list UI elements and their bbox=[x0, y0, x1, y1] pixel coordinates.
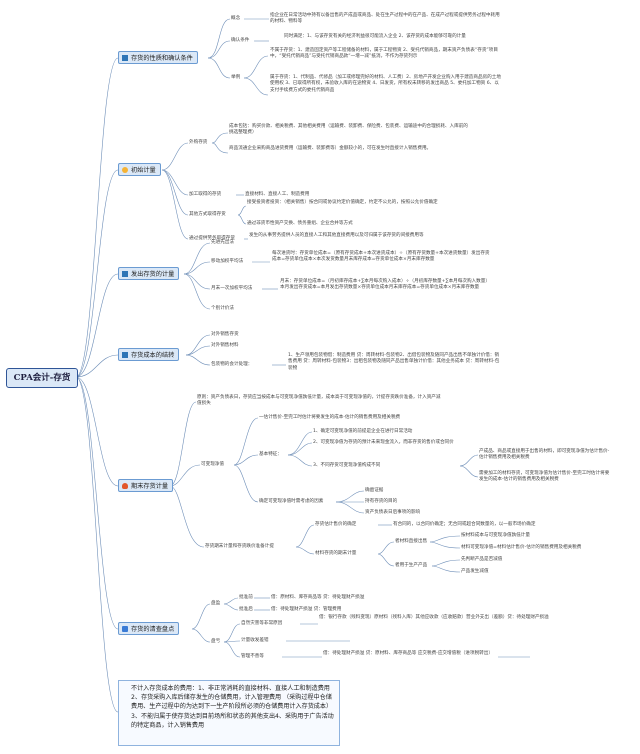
node-purchased-cost: 成本包括：购买价款、相关税费、其他相关费用（运输费、装卸费、保险费、包装费、运输… bbox=[229, 124, 468, 136]
node-examples-not-inventory: 不属于存货：1、建造固定资产等工程储备的材料，属于工程物资 2、受托代销商品，期… bbox=[270, 48, 498, 60]
node-concept[interactable]: 概念 bbox=[231, 16, 241, 21]
node-shortage-mismanagement[interactable]: 管理不善等 bbox=[241, 654, 264, 659]
node-concept-detail: 指企业在日常活动中持有以备出售的产成品或商品、处在生产过程中的在产品、在成产过程… bbox=[270, 13, 500, 25]
node-basic-features[interactable]: 基本特征： bbox=[259, 452, 282, 457]
node-feature-1: 1、确定可变现净值的前提是企业在进行日常活动 bbox=[313, 429, 413, 434]
node-shortage-disaster[interactable]: 自然灾害等非常原因 bbox=[241, 621, 283, 626]
node-packaging-detail: 1、生产领用包装物借：制造费用 贷：周转材料-包装物2、出借包装物及随同产品出售… bbox=[288, 353, 500, 371]
node-shortage-mismanagement-entry: 借：待处理财产损溢 贷：原材料、库存商品等 应交税费-应交增值税（进项税转出） bbox=[323, 651, 493, 656]
node-surplus-after[interactable]: 批准后 bbox=[239, 607, 253, 612]
node-factor-evidence: 确凿证据 bbox=[365, 488, 384, 493]
node-period-end-provision[interactable]: 存货期末计量和存货跌价准备计提 bbox=[205, 544, 274, 549]
category-inventory-count[interactable]: 存货的清查盘点 bbox=[118, 622, 180, 635]
node-surplus-before[interactable]: 批准前 bbox=[239, 595, 253, 600]
node-nrv-formula: 一估计售价-至完工时估计将要发生的成本-估计的销售费用及相关税费 bbox=[259, 415, 401, 420]
category-initial-measurement[interactable]: 初始计量 bbox=[118, 163, 161, 176]
node-nrv[interactable]: 可变现净值 bbox=[201, 462, 224, 467]
flag-icon bbox=[122, 352, 128, 358]
node-shortage-error[interactable]: 计量收发差错 bbox=[241, 638, 269, 643]
category-cost-carryover[interactable]: 存货成本的结转 bbox=[118, 348, 180, 361]
category-issue-measurement[interactable]: 发出存货的计量 bbox=[118, 267, 180, 280]
node-shortage-disaster-entry: 借：银行存款（残料变现）原材料（残料入库）其他应收款（应收赔款）营业外支出（差额… bbox=[319, 615, 549, 620]
node-material-sale[interactable]: 者材料直接出售 bbox=[395, 539, 428, 544]
node-surplus-before-entry: 借：原材料、库存商品等 贷：待处理财产损溢 bbox=[271, 595, 365, 600]
node-recognition-detail: 同时满足：1、与该存货有关的经济利益很可能流入企业 2、该存货的成本能够可靠的计… bbox=[284, 34, 466, 39]
node-feature-3b: 需要加工的材料存货，可变现净值为估计售价-至完工时估计将要发生的成本-估计的销售… bbox=[479, 471, 610, 483]
node-fifo[interactable]: 先进先出法 bbox=[211, 240, 234, 245]
node-moving-average[interactable]: 移动加权平均法 bbox=[211, 259, 244, 264]
node-estimated-price-detail: 有合同的，以合同价确定；无合同或超合同数量的，以一般市场价确定 bbox=[393, 522, 536, 527]
node-material-measurement[interactable]: 材料存货的期末计量 bbox=[315, 551, 357, 556]
node-packaging[interactable]: 包装物的会计处理： bbox=[211, 362, 253, 367]
node-material-production-2: 产品发生减值 bbox=[461, 569, 489, 574]
node-purchased[interactable]: 外购存货 bbox=[189, 140, 208, 145]
node-examples-inventory: 属于存货：1、代制品、代修品（加工或修理完好的材料、人工费）2、房地产开发企业购… bbox=[270, 75, 501, 93]
category-nature-recognition[interactable]: 存货的性质和确认条件 bbox=[118, 51, 198, 64]
root-node[interactable]: CPA会计-存货 bbox=[6, 368, 78, 388]
node-processed[interactable]: 加工取得的存货 bbox=[189, 192, 222, 197]
fire-icon bbox=[122, 483, 128, 489]
node-material-sale-2: 材料可变现净值=材料估计售价-估计的销售费用及相关税费 bbox=[461, 545, 582, 550]
node-material-sale-1: 按材料成本与可变现净值孰低计量 bbox=[461, 533, 530, 538]
node-material-production-1: 先判断产品是否减值 bbox=[461, 557, 503, 562]
node-factor-subsequent: 资产负债表日后事项的影响 bbox=[365, 510, 421, 515]
node-shortage[interactable]: 盘亏 bbox=[211, 639, 221, 644]
node-feature-2: 2、可变现净值为存货的预计未来现金流入，而非存货的售价或合同价 bbox=[313, 440, 454, 445]
node-monthly-average-formula: 月末：存货单位成本=（月初库存成本+∑本月每次购入成本）÷（月初库存数量+∑本月… bbox=[280, 279, 490, 291]
node-recognition[interactable]: 确认条件 bbox=[231, 38, 250, 43]
node-factor-purpose: 持有存货的目的 bbox=[365, 499, 398, 504]
node-service[interactable]: 通过提供劳务取得存货 bbox=[189, 236, 235, 241]
node-other-investment: 接受投资者投资：（相关销售）按合同或协议约定价值确定，约定不公允的，按照公允价值… bbox=[247, 200, 438, 205]
node-other-exchange: 通过非货币性资产交换、债务重组、企业合并等方式 bbox=[247, 221, 353, 226]
flag-icon bbox=[122, 271, 128, 277]
node-other-ways[interactable]: 其他方式取得存货 bbox=[189, 212, 226, 217]
node-service-detail: 发生的从事劳务提供人员的直接人工和其他直接费用以及可归属于该存货的间接费用等 bbox=[249, 233, 424, 238]
node-surplus-after-entry: 借：待处理财产损溢 贷：管理费用 bbox=[271, 607, 342, 612]
lightbulb-icon bbox=[122, 167, 128, 173]
node-feature-3a: 产成品、商品或直接用于出售的材料，即可变现净值为估计售价-估计销售费用及相关税费 bbox=[479, 449, 610, 461]
node-sale-inventory[interactable]: 对外销售存货 bbox=[211, 332, 239, 337]
note-excluded-costs: 不计入存货成本的费用：1、非正常消耗的直接材料、直接人工和制造费用2、存货采购入… bbox=[118, 680, 340, 746]
node-feature-3: 3、不同存货可变现净值构成不同 bbox=[313, 463, 381, 468]
node-purchased-expense: 商品流通企业采购商品进货费用（运输费、装卸费等）金额较小的，可在发生时直接计入销… bbox=[229, 146, 432, 151]
node-processed-detail: 直接材料、直接人工、制造费用 bbox=[245, 192, 310, 197]
node-monthly-average[interactable]: 月末一次加权平均法 bbox=[211, 286, 253, 291]
node-moving-average-formula: 每次进货时：存货单位成本=（原有存货成本+本次进货成本）÷（原有存货数量+本次进… bbox=[272, 251, 490, 263]
node-material-production[interactable]: 者用于生产产品 bbox=[395, 563, 428, 568]
flag-icon bbox=[122, 55, 128, 61]
node-factors[interactable]: 确定可变现净值时需考虑的因素 bbox=[259, 499, 324, 504]
category-period-end-measurement[interactable]: 期末存货计量 bbox=[118, 479, 174, 492]
node-examples[interactable]: 举例 bbox=[231, 75, 241, 80]
node-principle: 原则：资产负债表日，存货应当按成本与可变现净值孰低计量，成本高于可变现净值的，计… bbox=[197, 395, 441, 407]
clipboard-icon bbox=[122, 626, 128, 632]
node-estimated-price[interactable]: 存货估计售价的确定 bbox=[315, 522, 357, 527]
node-surplus[interactable]: 盘盈 bbox=[211, 601, 221, 606]
node-sale-material[interactable]: 对外销售材料 bbox=[211, 343, 239, 348]
node-specific-identification[interactable]: 个别计价法 bbox=[211, 306, 234, 311]
